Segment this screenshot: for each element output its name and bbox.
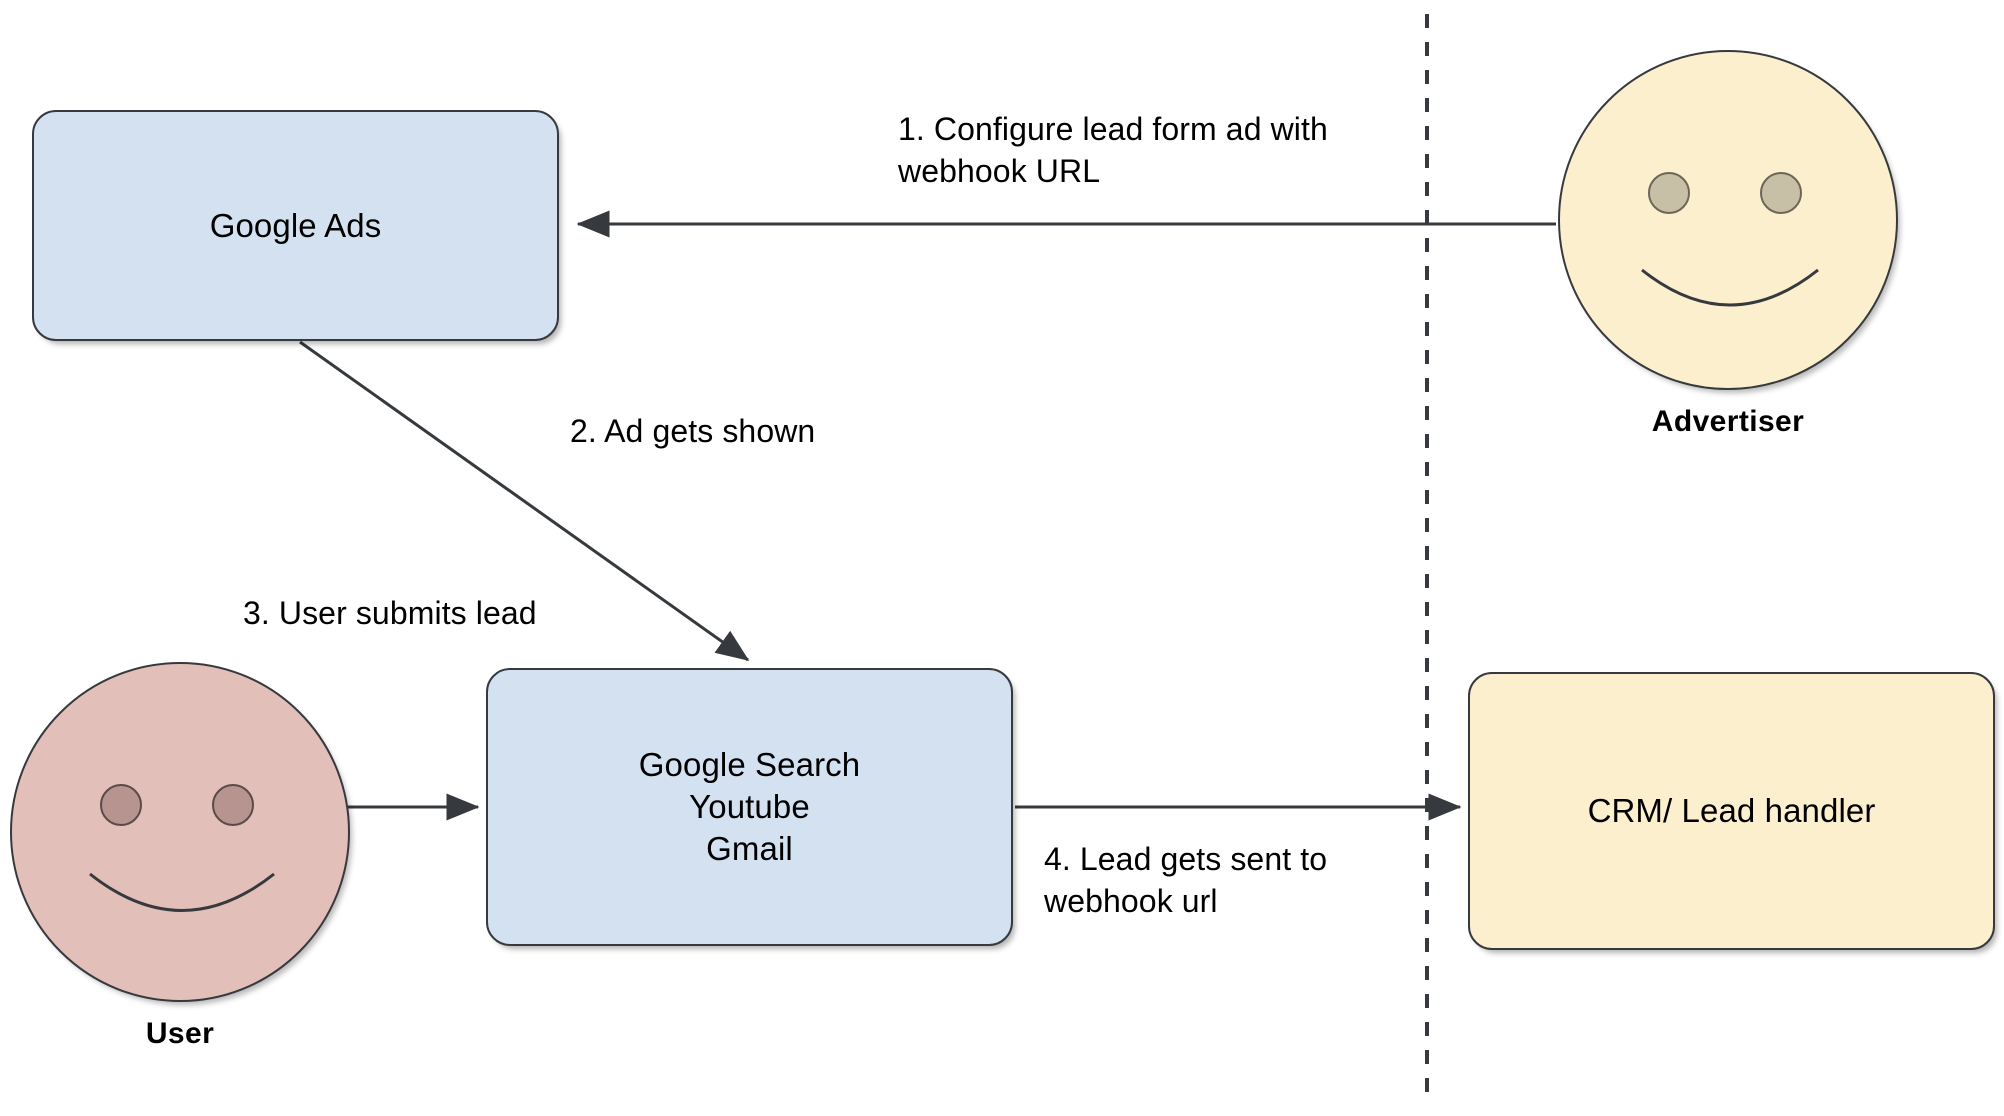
smile-icon [1641,268,1819,307]
node-advertiser[interactable]: Advertiser [1558,50,1898,438]
edge-label-step-4: 4. Lead gets sent to webhook url [1044,841,1328,919]
node-crm-lead-handler-label: CRM/ Lead handler [1587,792,1876,829]
smile-icon [89,872,275,912]
node-crm-lead-handler[interactable]: CRM/ Lead handler [1468,672,1995,950]
edge-label-step-3: 3. User submits lead [243,595,537,631]
eye-left-icon [100,784,142,826]
smiley-face-icon [1558,50,1898,390]
edge-label-step-2: 2. Ad gets shown [570,413,816,449]
node-google-properties[interactable]: Google Search Youtube Gmail [486,668,1013,946]
node-user[interactable]: User [10,662,350,1050]
smiley-face-icon [10,662,350,1002]
node-google-ads[interactable]: Google Ads [32,110,559,341]
edge-google-ads-to-properties [299,340,750,662]
eye-right-icon [212,784,254,826]
node-google-properties-label: Google Search Youtube Gmail [638,746,861,867]
eye-left-icon [1648,172,1690,214]
node-advertiser-label: Advertiser [1651,405,1805,438]
node-google-ads-label: Google Ads [209,206,382,244]
node-user-label: User [145,1017,215,1050]
edge-label-step-1: 1. Configure lead form ad with webhook U… [898,111,1328,189]
eye-right-icon [1760,172,1802,214]
